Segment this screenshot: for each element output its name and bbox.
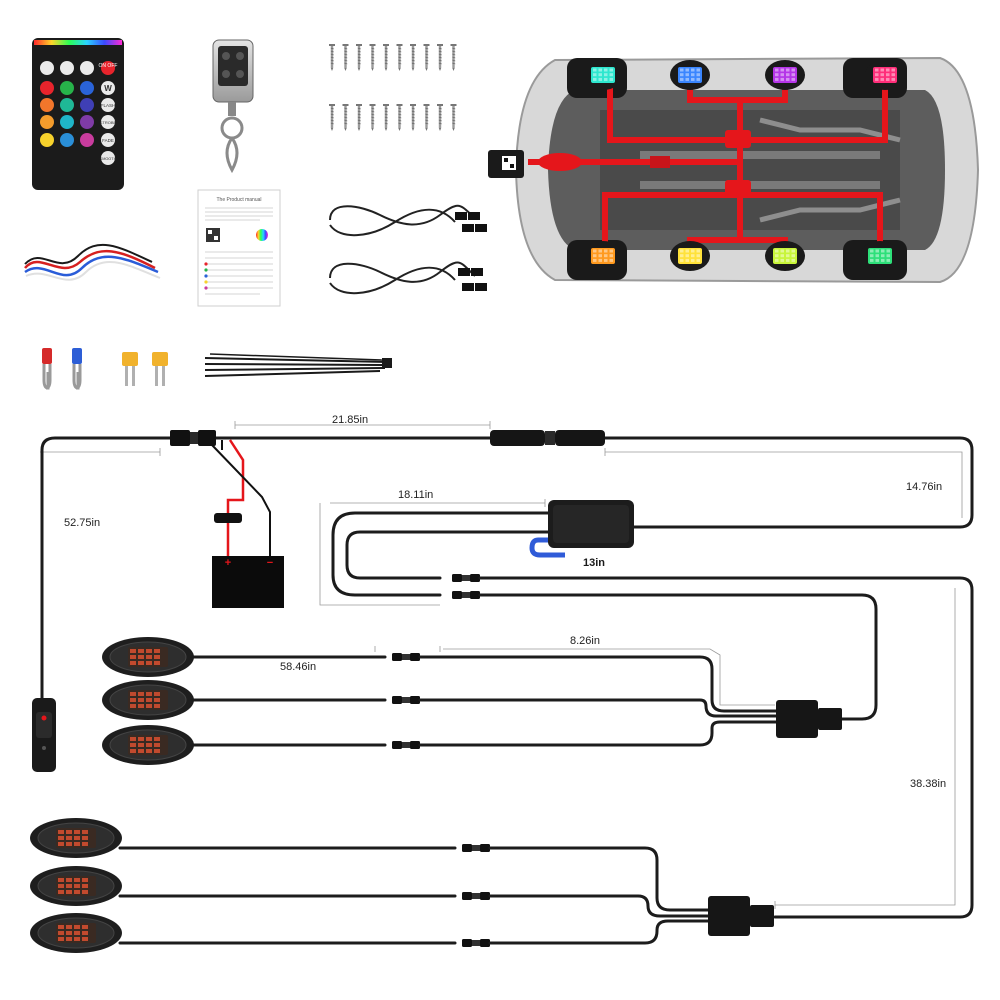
- screw: [423, 103, 430, 132]
- screw: [450, 103, 457, 132]
- remote-color-button: [80, 98, 94, 112]
- smooth-label: SMOOTH: [100, 157, 117, 161]
- screw: [396, 43, 403, 72]
- remote-color-button: [40, 81, 54, 95]
- remote-color-button: [80, 115, 94, 129]
- control-inline-connectors: [452, 574, 480, 599]
- main-power-wire: [40, 436, 974, 702]
- control-output-wires: [478, 576, 974, 919]
- inline-fuse-holder: [490, 430, 605, 446]
- battery-minus: −: [267, 557, 273, 569]
- rock-light-3: [101, 724, 195, 766]
- length-label-18-11: 18.11in: [398, 489, 433, 501]
- car-rock-light: [583, 241, 623, 271]
- remote-color-button: [40, 115, 54, 129]
- power-connector: [170, 430, 216, 446]
- rock-light-6: [29, 912, 123, 954]
- control-box: [331, 500, 634, 597]
- rock-light-4: [29, 817, 123, 859]
- length-label-14-76: 14.76in: [906, 481, 942, 493]
- car-underbody: [488, 56, 980, 284]
- zip-ties: [204, 353, 392, 377]
- remote-color-button: [40, 98, 54, 112]
- screw: [409, 103, 417, 132]
- length-label-52-75: 52.75in: [64, 517, 100, 529]
- remote-color-button: [60, 98, 74, 112]
- car-rock-light: [765, 60, 805, 90]
- remote-buttons: ON OFF W FLASH STROBE FADE SMOOTH: [40, 61, 117, 165]
- car-rock-light: [860, 241, 900, 271]
- screw: [328, 103, 336, 132]
- car-rock-light: [670, 241, 710, 271]
- on-off-label: ON OFF: [99, 63, 118, 69]
- splitter-2: [708, 896, 774, 936]
- mounting-screws: [328, 43, 457, 132]
- screw: [396, 103, 403, 132]
- inline-switch: [32, 698, 56, 772]
- length-label-58-46: 58.46in: [280, 661, 316, 673]
- rgb-remote: ON OFF W FLASH STROBE FADE SMOOTH: [32, 38, 124, 190]
- screw: [382, 43, 390, 72]
- car-harness: [528, 82, 888, 256]
- key-fob-remote: [212, 39, 254, 174]
- screw: [342, 43, 349, 72]
- remote-color-grid: [40, 81, 94, 147]
- screw: [355, 103, 363, 132]
- car-rock-lights-top: [583, 60, 905, 90]
- fade-label: FADE: [102, 138, 114, 143]
- screw: [369, 43, 376, 72]
- splitter-1: [776, 700, 842, 738]
- power-wire-bundle: [24, 243, 161, 281]
- battery-wires: [211, 439, 271, 558]
- product-manual: The Product manual: [197, 189, 281, 307]
- screw: [382, 103, 390, 132]
- w-label: W: [104, 84, 112, 93]
- screw: [342, 103, 349, 132]
- remote-color-button: [80, 133, 94, 147]
- battery: + −: [212, 556, 284, 608]
- flash-label: FLASH: [101, 103, 116, 108]
- strobe-label: STROBE: [100, 120, 117, 125]
- screw: [355, 43, 363, 72]
- length-label-38-38: 38.38in: [910, 778, 946, 790]
- screw: [436, 103, 444, 132]
- remote-color-button: [60, 133, 74, 147]
- remote-color-button: [60, 115, 74, 129]
- rock-light-group-2: [29, 817, 712, 954]
- screw: [450, 43, 457, 72]
- remote-color-button: [40, 133, 54, 147]
- rock-light-2: [101, 679, 195, 721]
- rock-light-5: [29, 865, 123, 907]
- length-label-21-85: 21.85in: [332, 414, 368, 426]
- screw: [328, 43, 336, 72]
- rock-light-1: [101, 636, 195, 678]
- manual-title: The Product manual: [216, 197, 261, 203]
- car-rock-lights-bottom: [583, 241, 900, 271]
- car-rock-light: [865, 60, 905, 90]
- screw: [409, 43, 417, 72]
- extension-cables: [329, 204, 487, 295]
- battery-plus: +: [225, 557, 231, 569]
- rock-light-group-1: [101, 636, 778, 766]
- length-label-13: 13in: [583, 557, 605, 569]
- car-rock-light: [765, 241, 805, 271]
- blade-fuses: [122, 352, 168, 386]
- remote-color-button: [60, 81, 74, 95]
- remote-color-button: [80, 81, 94, 95]
- screw: [436, 43, 444, 72]
- screw: [423, 43, 430, 72]
- measurement-guides: [40, 421, 963, 909]
- spade-terminals: [42, 348, 82, 390]
- screw: [369, 103, 376, 132]
- car-rock-light: [670, 60, 710, 90]
- car-rock-light: [583, 60, 623, 90]
- length-label-8-26: 8.26in: [570, 635, 600, 647]
